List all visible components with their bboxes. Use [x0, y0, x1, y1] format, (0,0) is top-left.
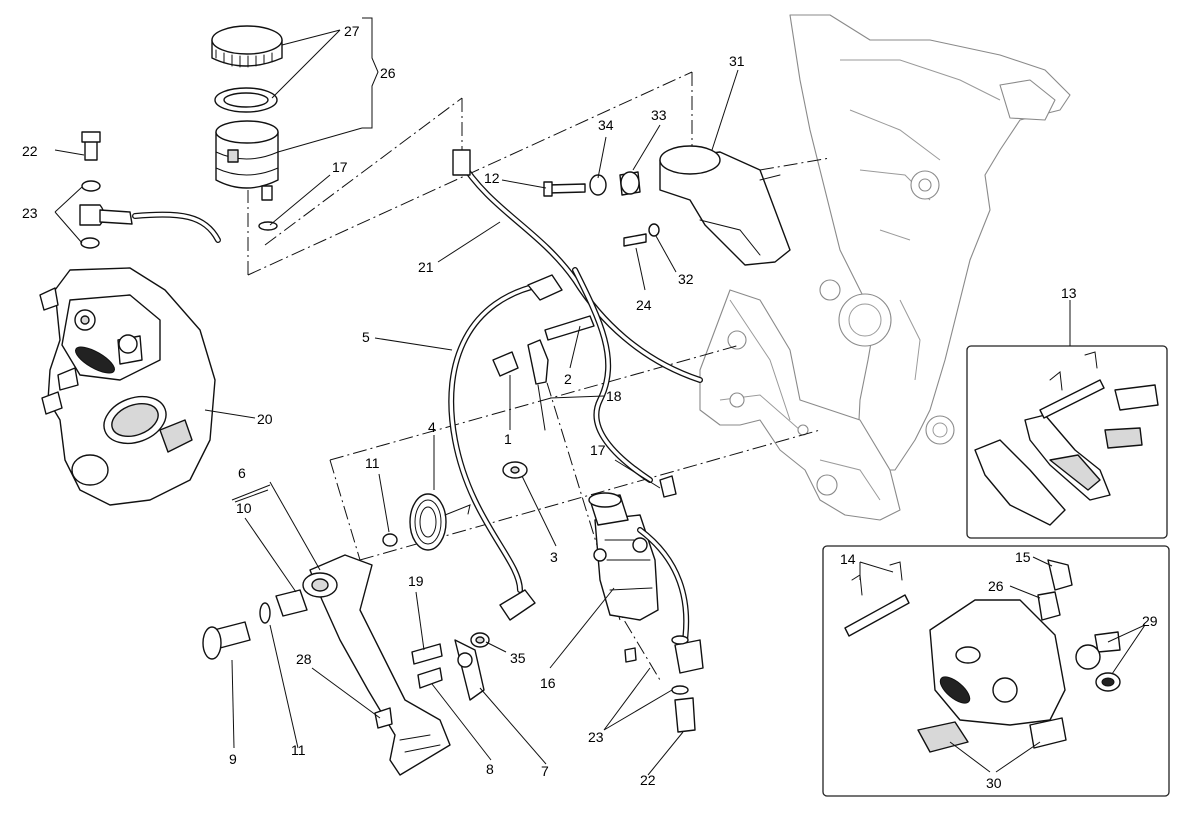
callout-21: 21	[418, 259, 434, 275]
callout-24: 24	[636, 297, 652, 313]
callout-labels: 22 23 27 26 17 21 34 33 31 12 24 32 5 2 …	[22, 23, 1158, 791]
rear-master-cylinder	[588, 475, 704, 733]
callout-22-lower: 22	[640, 772, 656, 788]
callout-11-upper: 11	[365, 455, 380, 471]
callout-9: 9	[229, 751, 237, 767]
callout-17-lower: 17	[590, 442, 606, 458]
brake-hose	[452, 149, 703, 483]
callout-13: 13	[1061, 285, 1077, 301]
callout-26-reservoir: 26	[380, 65, 396, 81]
brake-fluid-reservoir	[211, 25, 283, 231]
leader-lines	[54, 17, 1146, 776]
brake-pedal	[202, 533, 451, 776]
callout-14: 14	[840, 551, 856, 567]
callout-1: 1	[504, 431, 512, 447]
callout-33: 33	[651, 107, 667, 123]
callout-22-upper: 22	[22, 143, 38, 159]
callout-3: 3	[550, 549, 558, 565]
callout-4: 4	[428, 419, 436, 435]
callout-10: 10	[236, 500, 252, 516]
callout-5: 5	[362, 329, 370, 345]
frame-rear-section	[789, 14, 1071, 471]
callout-23-upper: 23	[22, 205, 38, 221]
inset-caliper-service-kit	[822, 545, 1170, 797]
inset-brake-pads	[966, 345, 1168, 539]
callout-16: 16	[540, 675, 556, 691]
callout-15: 15	[1015, 549, 1031, 565]
callout-26-inset: 26	[988, 578, 1004, 594]
callout-8: 8	[486, 761, 494, 777]
callout-27: 27	[344, 23, 360, 39]
brake-light-switch	[448, 274, 563, 621]
reservoir-bracket	[543, 145, 791, 266]
callout-20: 20	[257, 411, 273, 427]
pushrod-assembly	[492, 315, 595, 479]
callout-31: 31	[729, 53, 745, 69]
callout-23-lower: 23	[588, 729, 604, 745]
callout-28: 28	[296, 651, 312, 667]
callout-12: 12	[484, 170, 500, 186]
callout-6: 6	[238, 465, 246, 481]
callout-32: 32	[678, 271, 694, 287]
callout-17-upper: 17	[332, 159, 348, 175]
callout-18: 18	[606, 388, 622, 404]
callout-34: 34	[598, 117, 614, 133]
return-spring	[409, 493, 471, 551]
footrest-bracket	[699, 289, 901, 521]
callout-7: 7	[541, 763, 549, 779]
callout-19: 19	[408, 573, 424, 589]
callout-2: 2	[564, 371, 572, 387]
rear-brake-caliper	[39, 267, 216, 506]
callout-29: 29	[1142, 613, 1158, 629]
callout-11-lower: 11	[291, 742, 306, 758]
banjo-bolt-upper	[79, 131, 221, 249]
callout-30: 30	[986, 775, 1002, 791]
pushrod-linkage	[411, 632, 490, 701]
callout-35: 35	[510, 650, 526, 666]
